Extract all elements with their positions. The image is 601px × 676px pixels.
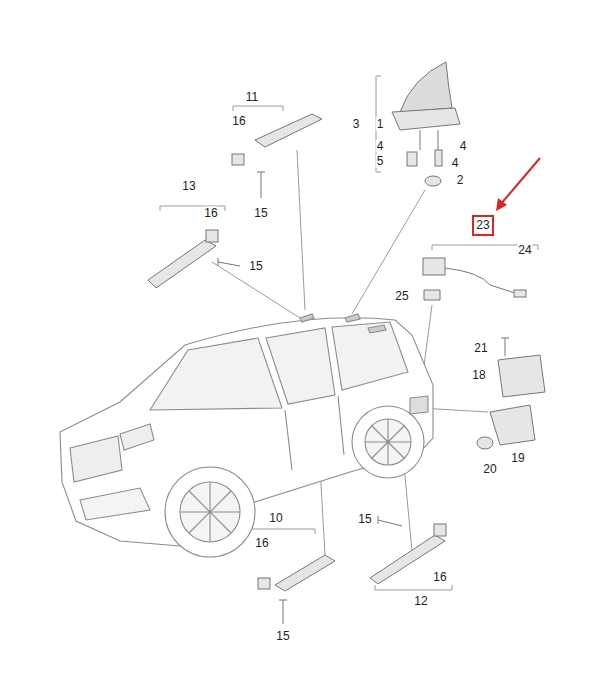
callout-number: 16 xyxy=(432,571,447,584)
callout-number: 23 xyxy=(476,219,490,232)
callout-number: 4 xyxy=(376,140,385,153)
highlight-box: 23 xyxy=(472,215,494,236)
callout-number: 5 xyxy=(376,155,385,168)
callout-number: 15 xyxy=(248,260,263,273)
leader-line xyxy=(352,190,425,314)
callout-number: 10 xyxy=(268,512,283,525)
callout-number: 1 xyxy=(376,118,385,131)
callout-number: 13 xyxy=(181,180,196,193)
pointer-arrow xyxy=(496,158,540,211)
callout-number: 25 xyxy=(394,290,409,303)
callout-number: 4 xyxy=(459,140,468,153)
callout-number: 21 xyxy=(473,342,488,355)
parts xyxy=(148,62,545,624)
car-body xyxy=(60,314,433,557)
callout-number: 2 xyxy=(456,174,465,187)
callout-number: 15 xyxy=(253,207,268,220)
callout-number: 16 xyxy=(203,207,218,220)
leader-line xyxy=(297,150,305,310)
callout-number: 20 xyxy=(482,463,497,476)
group-bracket xyxy=(375,585,452,590)
callout-number: 15 xyxy=(275,630,290,643)
callout-number: 3 xyxy=(352,118,361,131)
callout-number: 19 xyxy=(510,452,525,465)
callout-number: 16 xyxy=(254,537,269,550)
group-bracket xyxy=(233,106,283,111)
callout-number: 12 xyxy=(413,595,428,608)
callout-number: 15 xyxy=(357,513,372,526)
callout-number: 16 xyxy=(231,115,246,128)
callout-number: 11 xyxy=(245,91,259,104)
callout-number: 18 xyxy=(471,369,486,382)
callout-number: 4 xyxy=(451,157,460,170)
callout-number: 24 xyxy=(517,244,532,257)
